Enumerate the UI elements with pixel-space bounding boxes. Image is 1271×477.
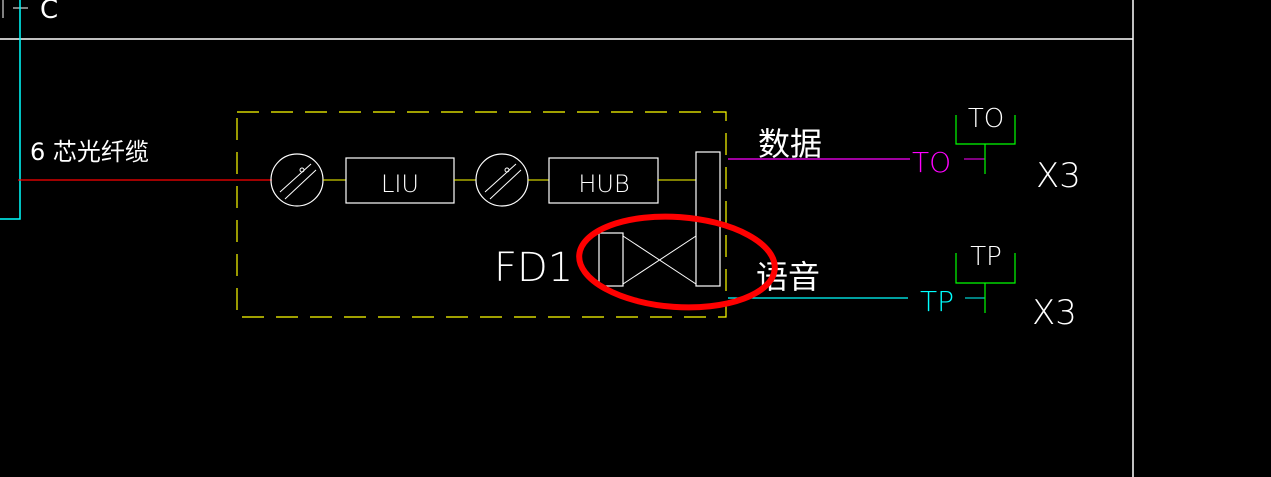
fiber-connector-icon (270, 153, 324, 207)
data-outlet-icon (955, 115, 1016, 174)
cyan-riser-line (0, 0, 21, 220)
hub-label: HUB (578, 170, 629, 198)
data-count-label: X3 (1036, 156, 1081, 196)
top-fragment-text: C (40, 0, 58, 25)
liu-label: LIU (381, 170, 419, 198)
data-outlet-label: TO (968, 104, 1004, 134)
data-channel-label: 数据 (758, 125, 822, 163)
fiber-cable-label: 6 芯光纤缆 (30, 138, 149, 166)
voice-outlet-label: TP (970, 242, 1002, 272)
fd1-label: FD1 (494, 245, 573, 291)
fiber-connector-icon (475, 153, 529, 207)
fd1-dashed-enclosure (236, 111, 727, 318)
data-line-tag: TO (912, 146, 951, 179)
cross-connect-line (622, 235, 697, 285)
highlight-annotation-ellipse (576, 213, 778, 311)
voice-count-label: X3 (1032, 293, 1077, 333)
voice-outlet-icon (955, 253, 1016, 313)
voice-channel-label: 语音 (756, 258, 820, 296)
voice-line-tag: TP (920, 285, 954, 318)
voice-patch-block (598, 232, 624, 287)
